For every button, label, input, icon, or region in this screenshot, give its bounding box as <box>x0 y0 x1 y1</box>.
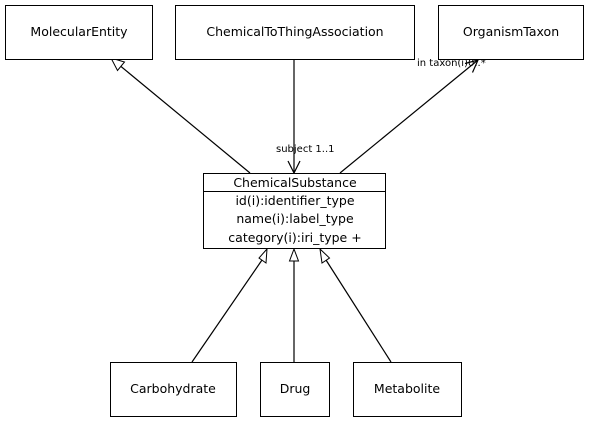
inheritance-edge-metabolite <box>319 247 392 363</box>
class-carbohydrate: Carbohydrate <box>110 362 237 417</box>
class-molecular-entity: MolecularEntity <box>5 5 153 60</box>
class-drug: Drug <box>260 362 330 417</box>
class-metabolite: Metabolite <box>353 362 462 417</box>
class-name: MolecularEntity <box>30 24 128 39</box>
inheritance-edge-drug <box>288 247 300 362</box>
inheritance-edge-molecular-entity <box>110 57 251 174</box>
edge-label-subject: subject 1..1 <box>276 144 335 155</box>
class-organism-taxon: OrganismTaxon <box>438 5 584 60</box>
class-chemical-to-thing-association: ChemicalToThingAssociation <box>175 5 415 60</box>
class-name: Metabolite <box>374 381 440 396</box>
class-name: Drug <box>280 381 311 396</box>
class-name: ChemicalSubstance <box>233 175 357 190</box>
attribute-category: category(i):iri_type + <box>228 230 361 245</box>
edge-label-in-taxon: in taxon(i)0..* <box>417 58 486 69</box>
class-name: Carbohydrate <box>130 381 216 396</box>
class-name: OrganismTaxon <box>463 24 559 39</box>
association-edge-subject <box>287 60 301 175</box>
association-edge-in-taxon <box>339 59 480 174</box>
attribute-id: id(i):identifier_type <box>235 193 354 208</box>
attribute-name: name(i):label_type <box>236 211 354 226</box>
inheritance-edge-carbohydrate <box>191 247 268 363</box>
class-chemical-substance: ChemicalSubstance id(i):identifier_type … <box>203 173 386 249</box>
class-name: ChemicalToThingAssociation <box>206 24 383 39</box>
